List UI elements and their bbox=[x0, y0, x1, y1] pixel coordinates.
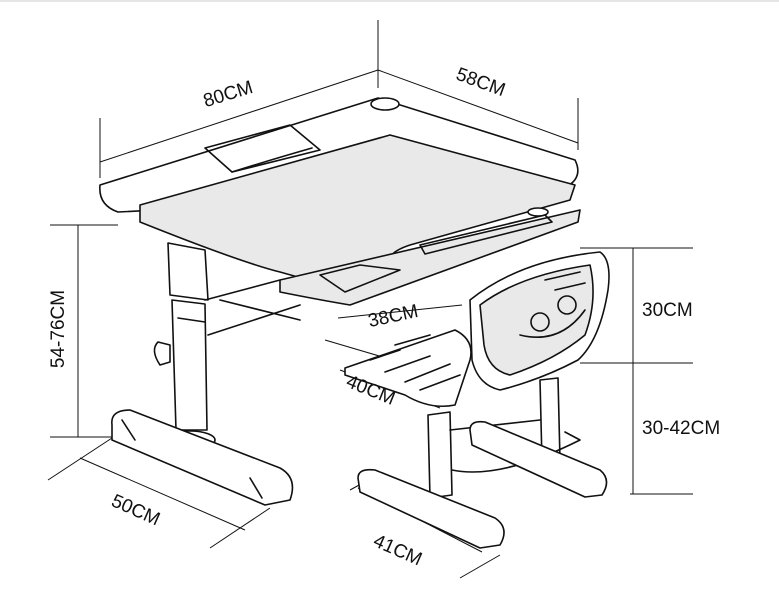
desk-height-label: 54-76CM bbox=[48, 289, 70, 369]
backrest-height-label: 30CM bbox=[642, 300, 693, 321]
dimension-lines bbox=[47, 20, 693, 579]
desk bbox=[99, 97, 581, 506]
chair bbox=[344, 251, 610, 549]
seat-height-label: 30-42CM bbox=[642, 418, 721, 439]
